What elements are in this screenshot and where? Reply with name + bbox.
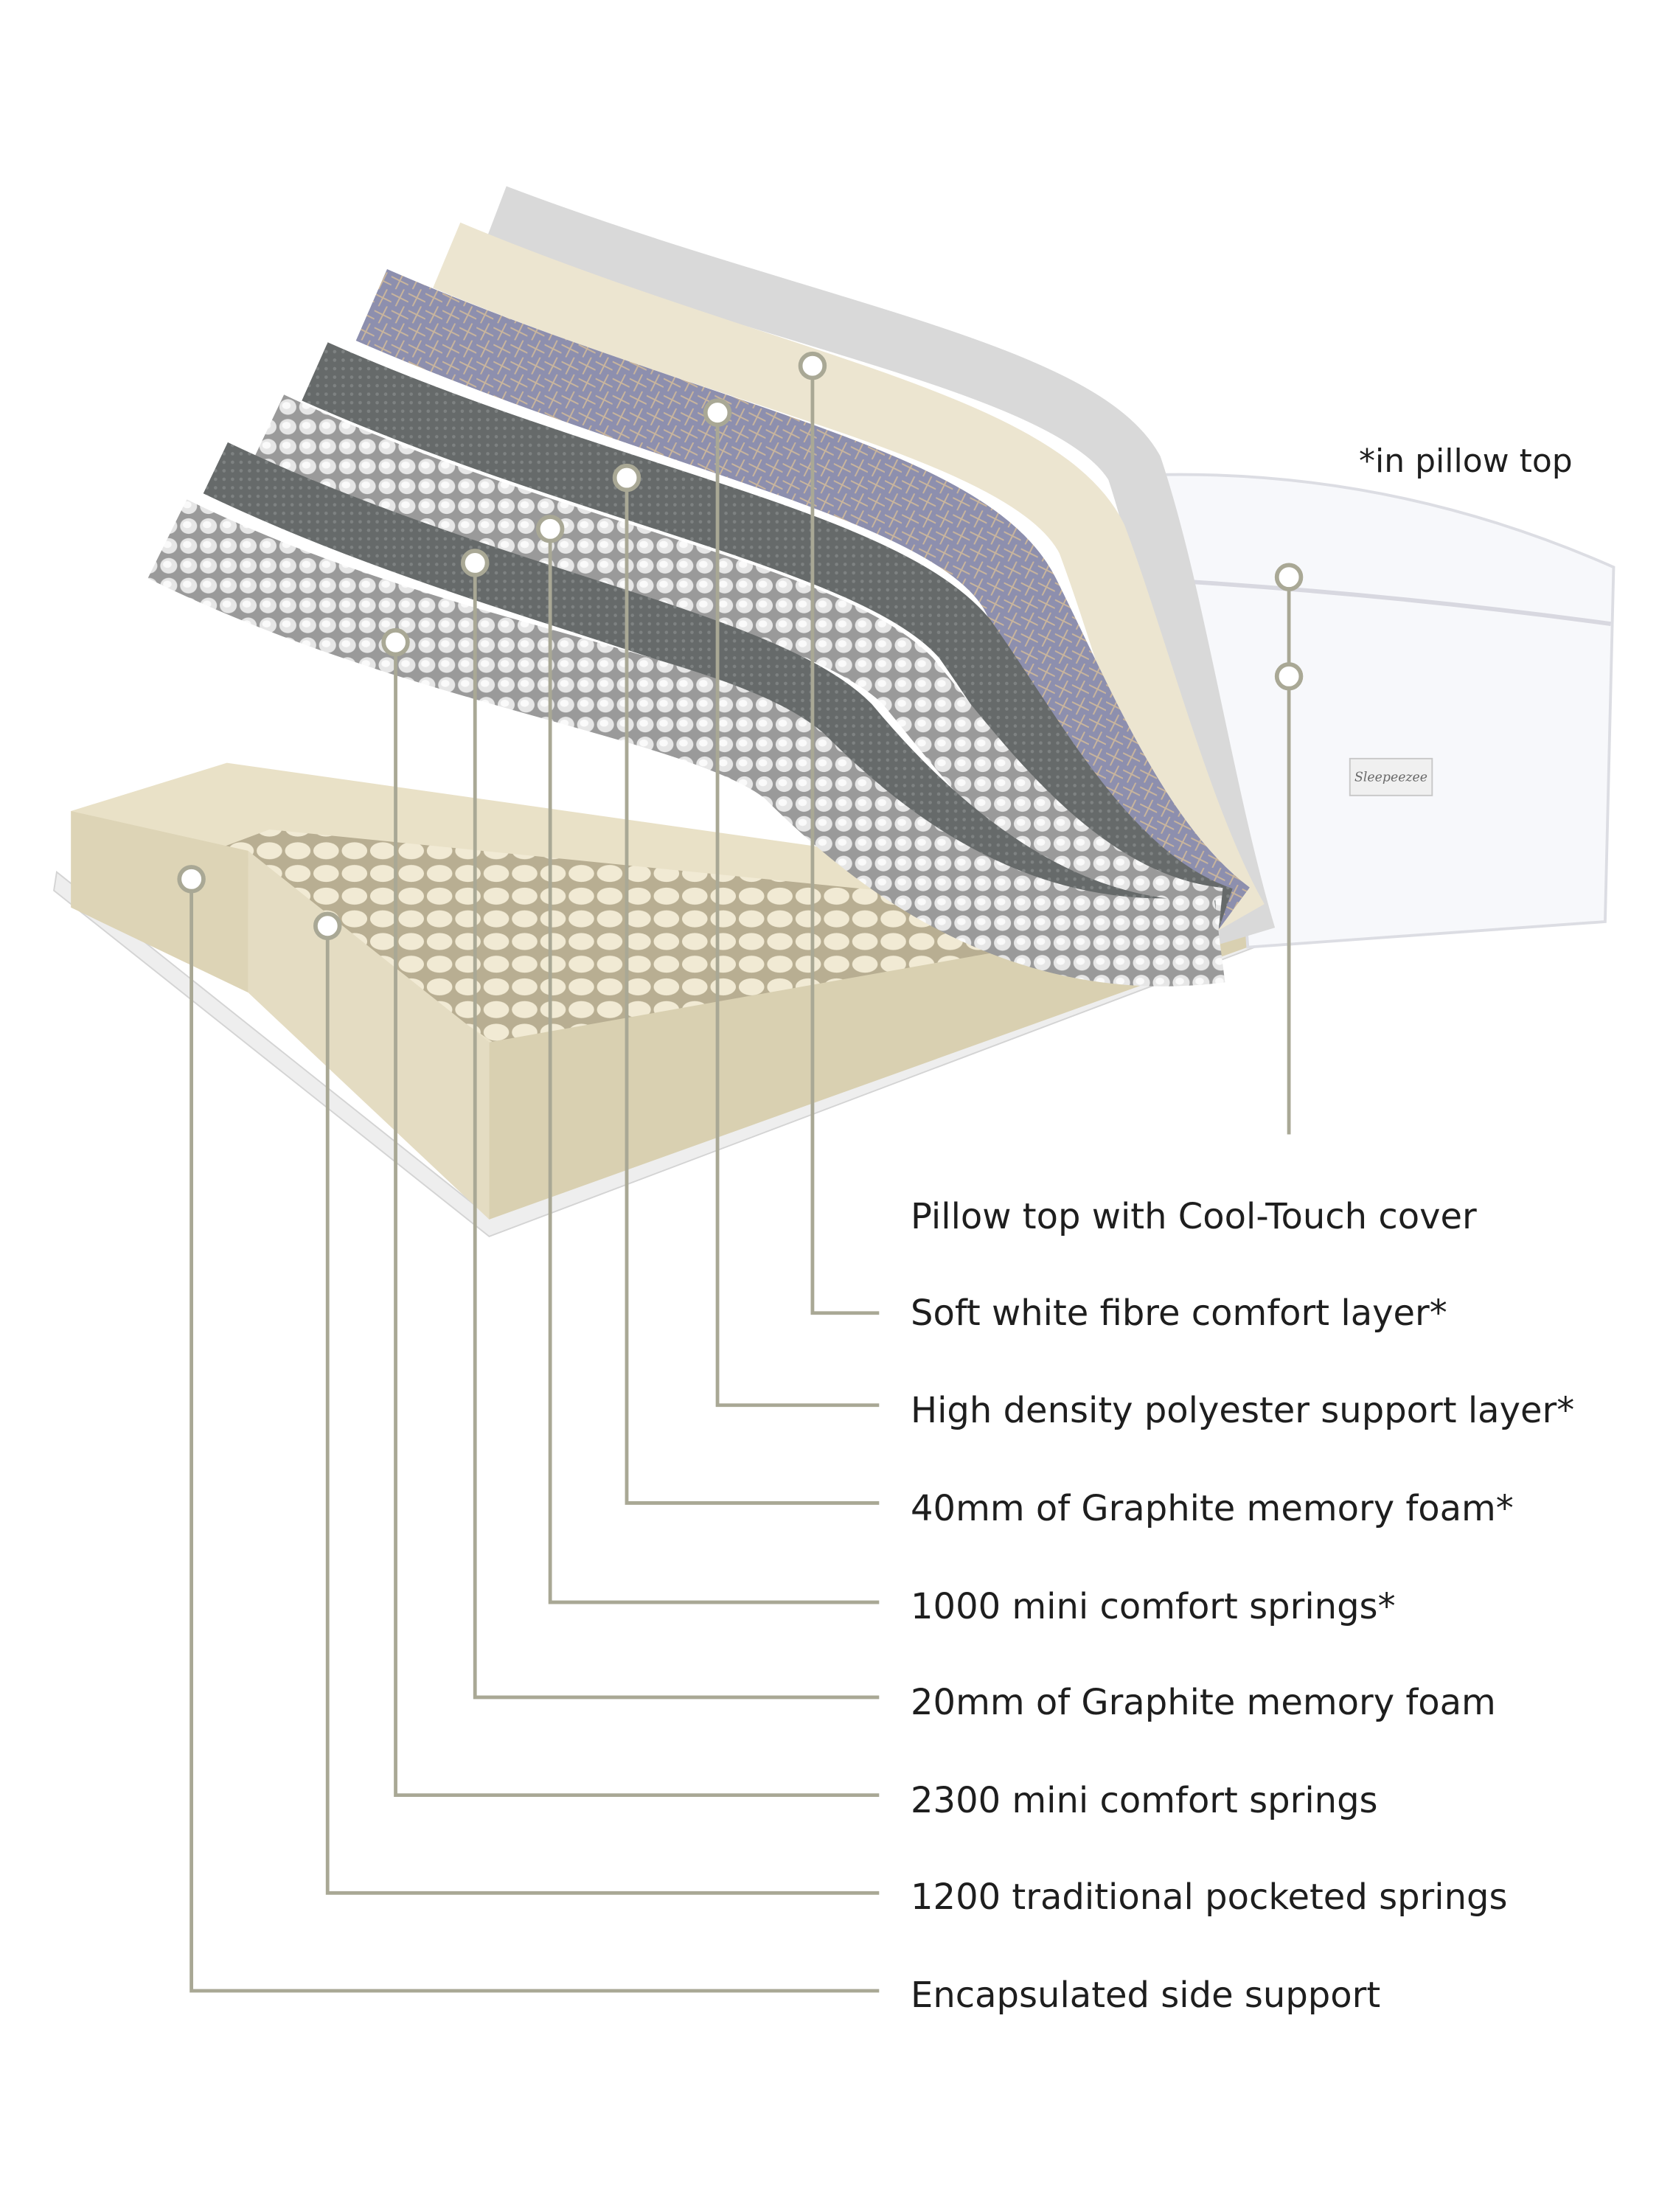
side-support-front [489,907,1248,1220]
label-mini-2300: 2300 mini comfort springs [911,1780,1378,1821]
foam-40-layer [302,342,1234,950]
label-pocket-1200: 1200 traditional pocketed springs [911,1877,1508,1918]
label-foam-20: 20mm of Graphite memory foam [911,1682,1496,1723]
label-side-support: Encapsulated side support [911,1975,1381,2016]
pillow-top-footnote: *in pillow top [1359,442,1573,480]
side-support-left [71,811,248,993]
label-pillow-top: Pillow top with Cool-Touch cover [911,1196,1477,1237]
cover-layer [486,186,1276,945]
mini-1000-layer [254,394,1224,956]
leader-lines [189,366,1291,1993]
side-support-corner [248,850,490,1220]
label-polyester: High density polyester support layer* [911,1390,1575,1431]
polyester-layer [355,268,1251,950]
brand-label-tag [1349,757,1433,796]
callout-dots [177,351,1304,940]
brand-label: Sleepeezee [1354,771,1427,785]
fibre-layer [433,222,1265,939]
spring-bed [212,830,1192,1050]
label-fibre: Soft white fibre comfort layer* [911,1293,1447,1334]
label-foam-40: 40mm of Graphite memory foam* [911,1488,1514,1529]
label-mini-1000: 1000 mini comfort springs* [911,1586,1396,1627]
